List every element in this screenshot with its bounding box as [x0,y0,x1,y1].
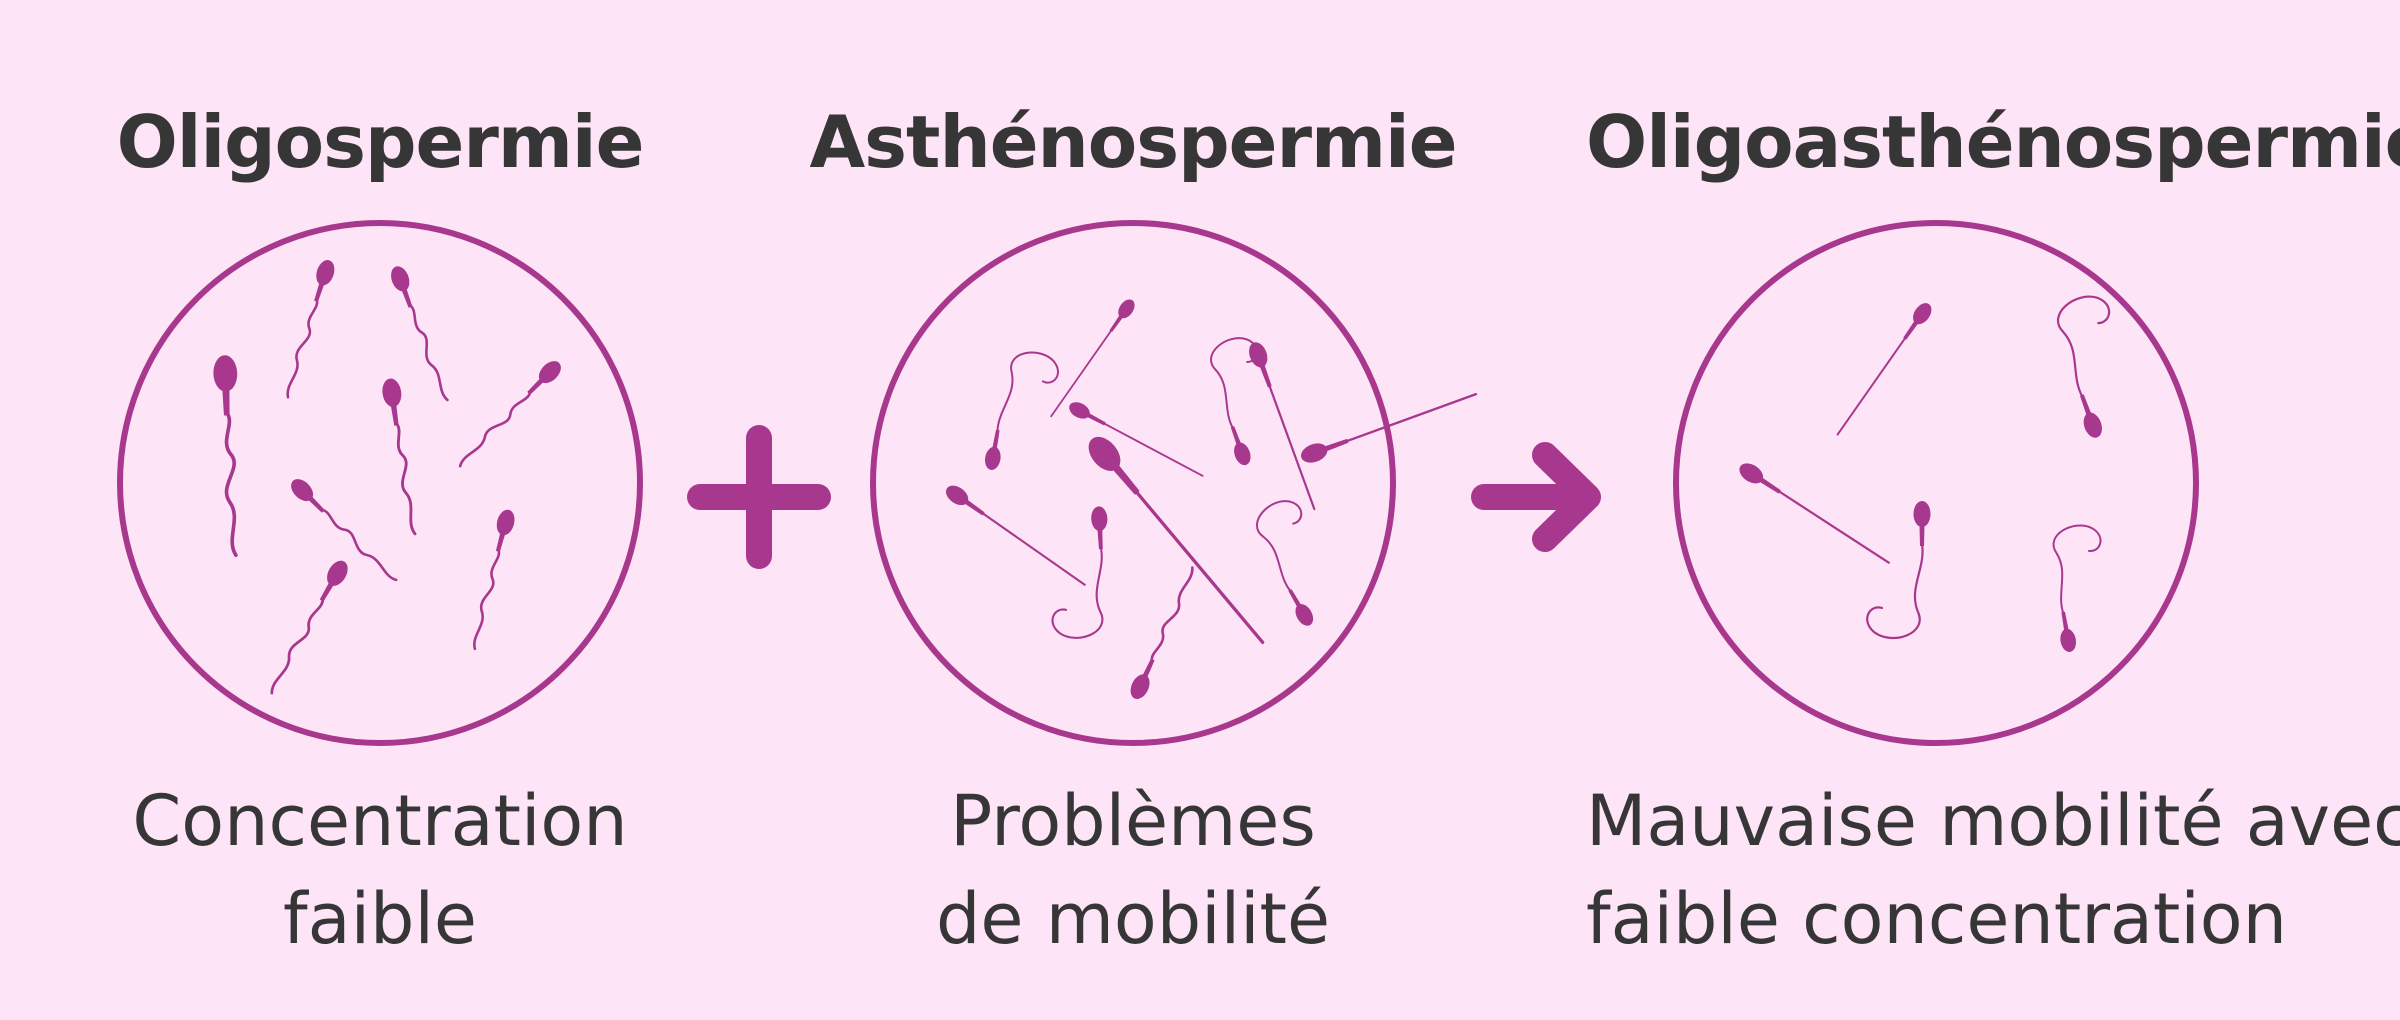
panel-title: Oligoasthénospermie [1586,100,2400,184]
panel-asthenospermie: Asthénospermie Problèmes de mobilité [783,0,1483,1020]
panel-oligospermie: Oligospermie Concentration faible [30,0,730,1020]
panel-title: Oligospermie [116,100,645,184]
caption-line-1: Mauvaise mobilité avec [1586,780,2400,862]
sperm-group-3 [1734,288,2150,655]
sperm-group-1 [210,256,567,698]
sperm-group-2 [941,295,1481,704]
sample-circle-3 [1673,220,2199,746]
panel-caption: Mauvaise mobilité avec faible concentrat… [1586,772,2400,968]
plus-icon [687,425,831,569]
caption-line-2: faible concentration [1586,878,2287,960]
sample-circle-2 [870,220,1396,746]
arrow-right-icon [1471,442,1601,552]
panel-title: Asthénospermie [809,100,1457,184]
panel-caption: Concentration faible [30,772,730,968]
caption-line-2: faible [283,878,477,960]
caption-line-1: Problèmes [950,780,1316,862]
panel-oligoasthenospermie: Oligoasthénospermie Mauvaise mobilité av… [1586,0,2400,1020]
sample-circle-1 [117,220,643,746]
caption-line-2: de mobilité [935,878,1331,960]
panel-caption: Problèmes de mobilité [783,772,1483,968]
caption-line-1: Concentration [132,780,628,862]
